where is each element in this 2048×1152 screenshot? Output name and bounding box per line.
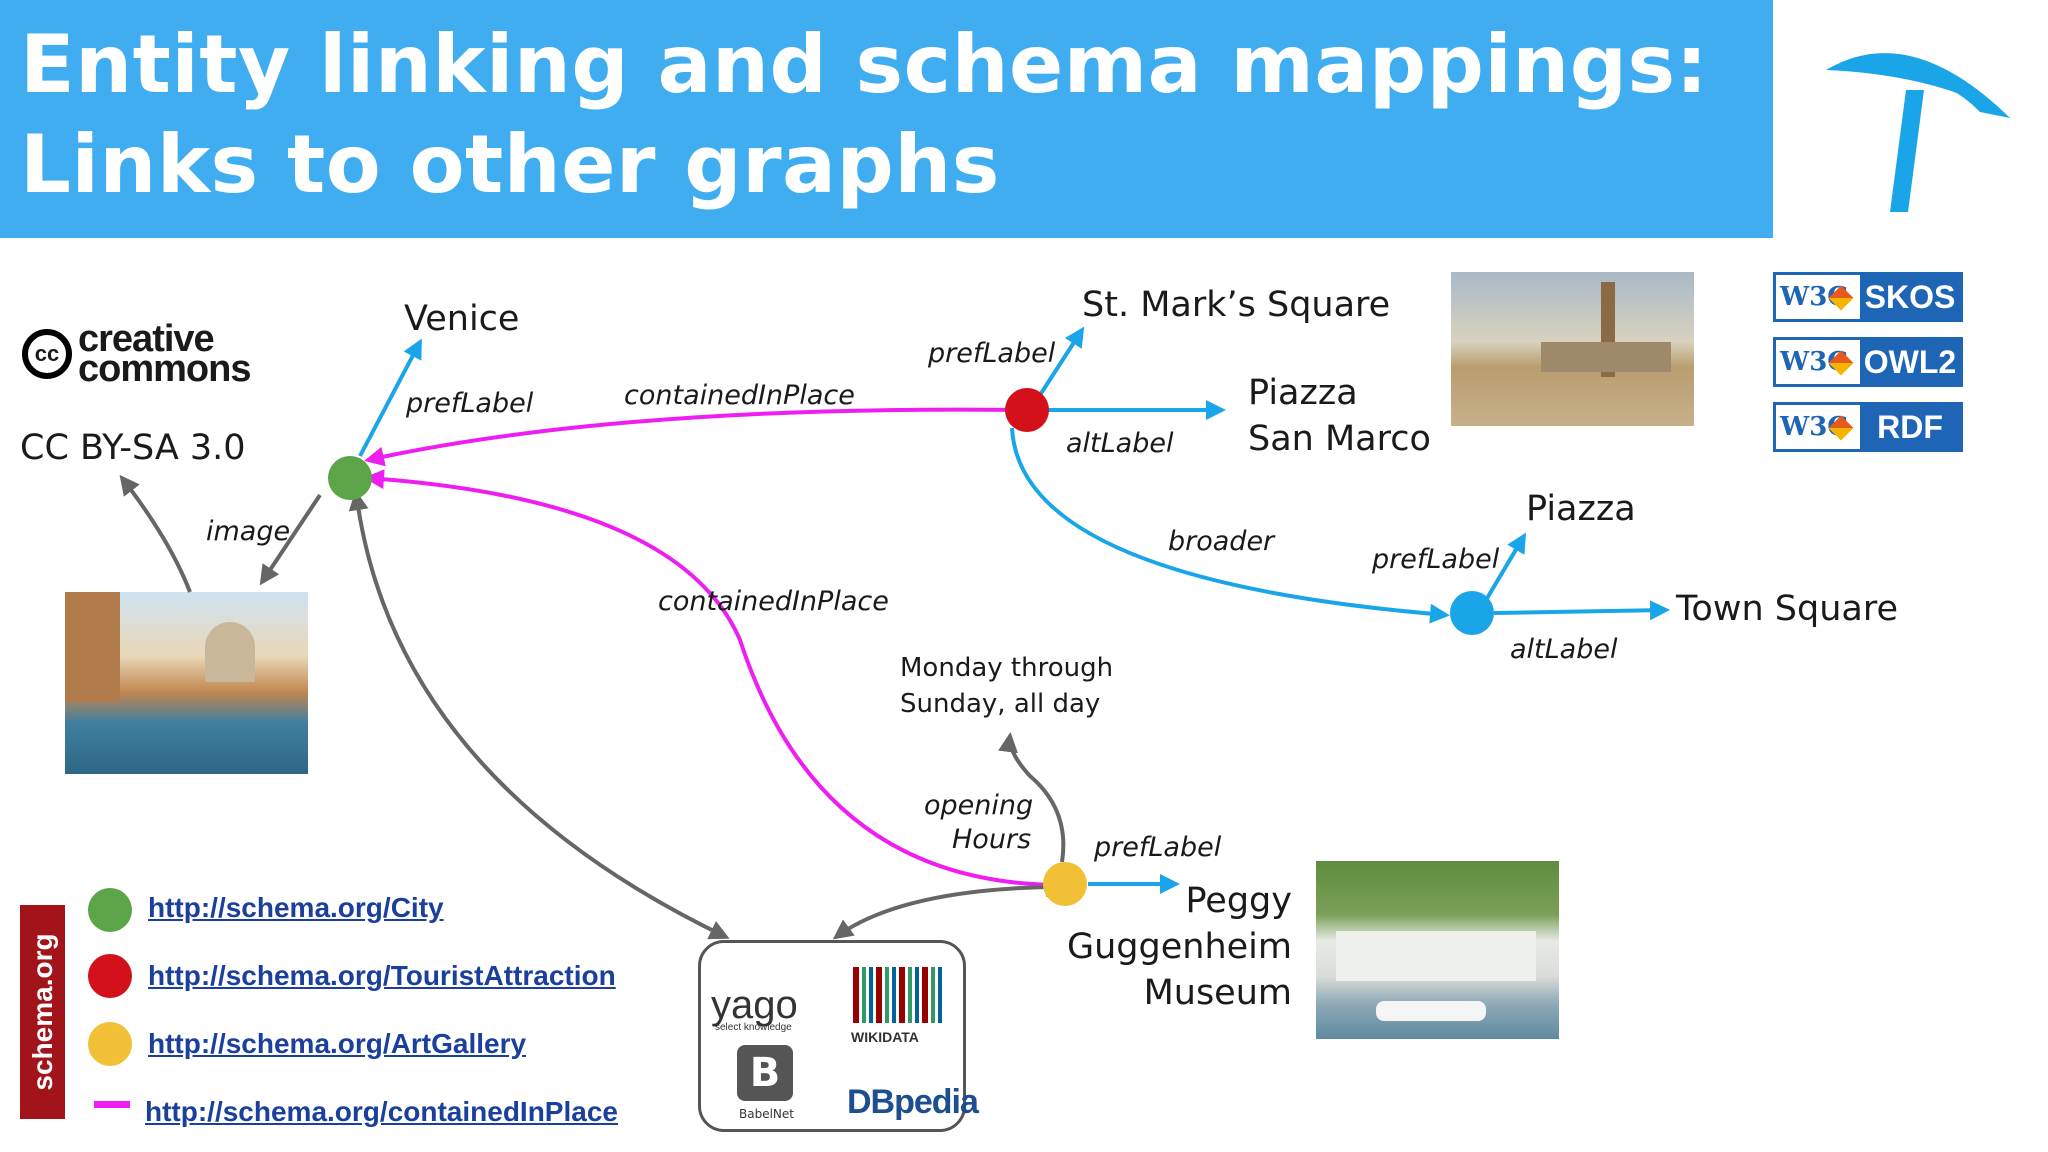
cc-icon: cc: [22, 329, 72, 379]
edge-square-altlabel: [1493, 600, 1670, 621]
yago-logo: yago select knowledge: [711, 983, 798, 1033]
schema-org-side-label: schema.org: [20, 905, 65, 1119]
venice-node: [328, 456, 372, 500]
edge-peggy-hours: [998, 732, 1066, 863]
peggy-guggenheim-photo: [1316, 861, 1559, 1039]
edge-stmarks-preflabel: [1038, 326, 1085, 397]
edge-label-venice-preflabel: prefLabel: [405, 388, 534, 419]
edge-label-opening-2: Hours: [952, 824, 1031, 855]
legend-dot-art-gallery: [88, 1022, 132, 1066]
st-marks-square-photo: [1451, 272, 1694, 426]
venice-photo: [65, 592, 308, 774]
edge-peggy-kg: [832, 877, 1066, 940]
edge-label-square-altlabel: altLabel: [1510, 634, 1618, 665]
edge-venice-image: [259, 493, 322, 586]
legend-link-art-gallery[interactable]: http://schema.org/ArtGallery: [148, 1028, 527, 1059]
legend-link-contained-in-place[interactable]: http://schema.org/containedInPlace: [145, 1096, 618, 1127]
legend-link-city[interactable]: http://schema.org/City: [148, 892, 444, 923]
piazza-san-marco-label-2: San Marco: [1248, 419, 1431, 459]
title-line-2: Links to other graphs: [20, 118, 1000, 211]
w3c-logo: W3C: [1776, 405, 1860, 449]
edge-label-opening-1: opening: [924, 790, 1033, 821]
edge-label-venice-image: image: [206, 516, 290, 547]
opening-hours-value-1: Monday through: [900, 653, 1113, 683]
venice-label: Venice: [404, 299, 519, 339]
peggy-label-3: Museum: [1144, 973, 1292, 1013]
edge-label-stmarks-altlabel: altLabel: [1066, 428, 1174, 459]
edge-venice-kg: [348, 490, 730, 940]
edge-label-stmarks-contained: containedInPlace: [624, 380, 855, 411]
edge-image-license: [119, 474, 192, 593]
piazza-san-marco-label-1: Piazza: [1248, 373, 1358, 413]
legend-dot-city: [88, 888, 132, 932]
edge-label-peggy-preflabel: prefLabel: [1093, 832, 1222, 863]
wikidata-logo: WIKIDATA: [851, 1029, 919, 1045]
babelnet-label: BabelNet: [739, 1107, 794, 1121]
edge-square-preflabel: [1484, 532, 1527, 602]
piazza-label: Piazza: [1526, 489, 1636, 529]
edge-label-stmarks-preflabel: prefLabel: [927, 338, 1056, 369]
babelnet-icon: B: [737, 1045, 793, 1101]
edge-label-peggy-contained: containedInPlace: [658, 586, 889, 617]
edge-label-square-preflabel: prefLabel: [1371, 544, 1500, 575]
town-square-label: Town Square: [1675, 589, 1898, 629]
st-marks-label: St. Mark’s Square: [1082, 285, 1390, 325]
wikidata-barcode-icon: [853, 967, 943, 1023]
legend-dot-tourist-attraction: [88, 954, 132, 998]
edge-venice-preflabel: [358, 338, 422, 457]
town-square-concept-node: [1450, 591, 1494, 635]
peggy-label-2: Guggenheim: [1067, 927, 1292, 967]
peggy-guggenheim-node: [1043, 862, 1087, 906]
w3c-owl2-badge: W3C OWL2: [1773, 337, 1963, 387]
creative-commons-logo: cc creative commons: [22, 320, 251, 388]
w3c-logo: W3C: [1776, 340, 1860, 384]
legend-swatch-contained-in-place: [94, 1101, 130, 1108]
edge-broader: [1010, 427, 1450, 624]
title-line-1: Entity linking and schema mappings:: [20, 18, 1709, 111]
title-banner: Entity linking and schema mappings: Link…: [0, 0, 1773, 238]
peggy-label-1: Peggy: [1185, 881, 1292, 921]
umbrella-icon: [1826, 53, 2010, 212]
license-label: CC BY-SA 3.0: [20, 428, 246, 468]
w3c-logo: W3C: [1776, 275, 1860, 319]
dbpedia-logo: DBpedia: [847, 1083, 979, 1121]
knowledge-graphs-box: yago select knowledge WIKIDATA B BabelNe…: [698, 940, 979, 1132]
w3c-skos-badge: W3C SKOS: [1773, 272, 1963, 322]
st-marks-node: [1005, 388, 1049, 432]
opening-hours-value-2: Sunday, all day: [900, 689, 1100, 719]
edge-label-broader: broader: [1168, 526, 1276, 557]
w3c-rdf-badge: W3C RDF: [1773, 402, 1963, 452]
legend-link-tourist-attraction[interactable]: http://schema.org/TouristAttraction: [148, 960, 616, 991]
edge-stmarks-contained: [364, 407, 1027, 467]
